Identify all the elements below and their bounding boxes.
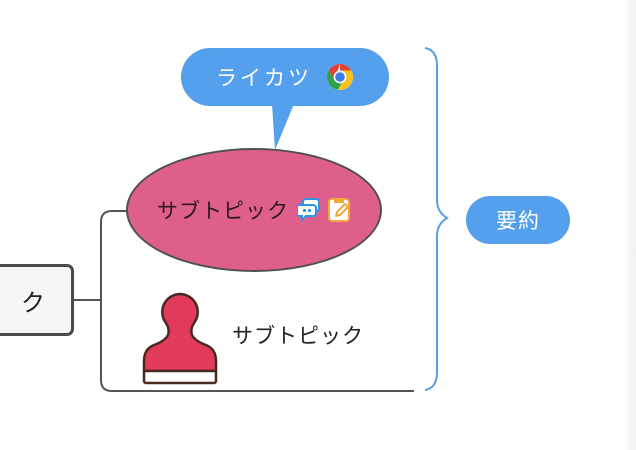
note-icon[interactable] [327,197,351,223]
canvas-edge-shade [622,0,636,450]
central-topic-label: ク [21,288,45,317]
stamp-icon [140,290,220,386]
summary-topic[interactable]: 要約 [466,196,570,244]
subtopic-with-image[interactable]: サブトピック [140,290,400,386]
subtopic-ellipse[interactable]: サブトピック [126,148,382,272]
central-topic[interactable]: ク [0,264,74,336]
callout-label: ライカツ [216,66,312,90]
chrome-icon[interactable] [326,63,354,91]
summary-label: 要約 [496,209,540,233]
subtopic-2-label: サブトピック [232,324,364,348]
callout-topic[interactable]: ライカツ [181,48,389,106]
subtopic-1-label: サブトピック [157,199,289,223]
comment-icon[interactable] [296,197,321,223]
